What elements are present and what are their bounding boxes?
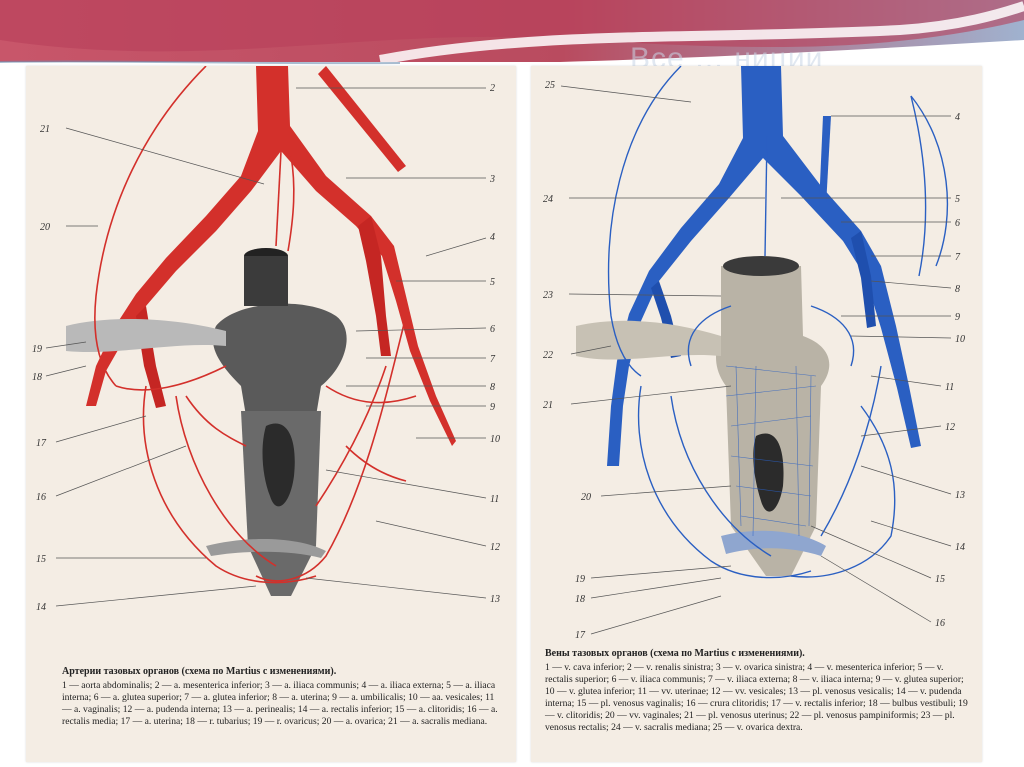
artery-label-11: 11 [490,494,499,505]
artery-label-19: 19 [32,344,42,355]
arteries-caption-text: 1 — aorta abdominalis; 2 — a. mesenteric… [62,680,498,727]
veins-caption: Вены тазовых органов (схема по Martius с… [545,648,972,734]
arteries-illustration: 2 21 3 20 4 5 6 19 18 7 8 9 17 10 16 11 … [32,66,500,613]
vein-label-18: 18 [575,594,585,605]
vein-label-12: 12 [945,422,955,433]
arteries-number-labels: 2 21 3 20 4 5 6 19 18 7 8 9 17 10 16 11 … [32,83,500,613]
veins-number-labels: 25 4 24 5 6 7 8 23 9 10 22 11 21 12 20 1… [543,80,965,641]
vein-label-19: 19 [575,574,585,585]
vein-label-15: 15 [935,574,945,585]
vein-label-6: 6 [955,218,960,229]
arteries-caption-title: Артерии тазовых органов (схема по Martiu… [62,666,337,677]
artery-label-5: 5 [490,277,495,288]
veins-caption-text: 1 — v. cava inferior; 2 — v. renalis sin… [545,662,968,733]
veins-figure-panel: 25 4 24 5 6 7 8 23 9 10 22 11 21 12 20 1… [531,66,982,762]
artery-label-13: 13 [490,594,500,605]
artery-label-21: 21 [40,124,50,135]
vein-label-7: 7 [955,252,961,263]
vein-label-4: 4 [955,112,960,123]
vein-label-24: 24 [543,194,553,205]
veins-illustration: 25 4 24 5 6 7 8 23 9 10 22 11 21 12 20 1… [543,66,965,641]
vein-label-21: 21 [543,400,553,411]
artery-label-4: 4 [490,232,495,243]
artery-label-16: 16 [36,492,46,503]
veins-caption-title: Вены тазовых органов (схема по Martius с… [545,648,805,659]
vein-label-9: 9 [955,312,960,323]
artery-label-17: 17 [36,438,47,449]
arteries-figure-panel: 2 21 3 20 4 5 6 19 18 7 8 9 17 10 16 11 … [26,66,516,762]
artery-label-14: 14 [36,602,46,613]
vein-label-13: 13 [955,490,965,501]
artery-label-3: 3 [489,174,495,185]
artery-label-18: 18 [32,372,42,383]
vein-label-14: 14 [955,542,965,553]
vein-label-8: 8 [955,284,960,295]
artery-label-10: 10 [490,434,500,445]
artery-label-2: 2 [490,83,495,94]
vein-label-23: 23 [543,290,553,301]
vein-label-5: 5 [955,194,960,205]
vein-label-16: 16 [935,618,945,629]
vein-label-17: 17 [575,630,586,641]
vein-label-22: 22 [543,350,553,361]
vein-label-20: 20 [581,492,591,503]
artery-label-15: 15 [36,554,46,565]
artery-label-8: 8 [490,382,495,393]
vein-label-10: 10 [955,334,965,345]
artery-label-20: 20 [40,222,50,233]
artery-label-7: 7 [490,354,496,365]
artery-label-12: 12 [490,542,500,553]
arteries-caption: Артерии тазовых органов (схема по Martiu… [62,666,502,728]
vein-label-25: 25 [545,80,555,91]
artery-label-9: 9 [490,402,495,413]
vein-label-11: 11 [945,382,954,393]
artery-label-6: 6 [490,324,495,335]
